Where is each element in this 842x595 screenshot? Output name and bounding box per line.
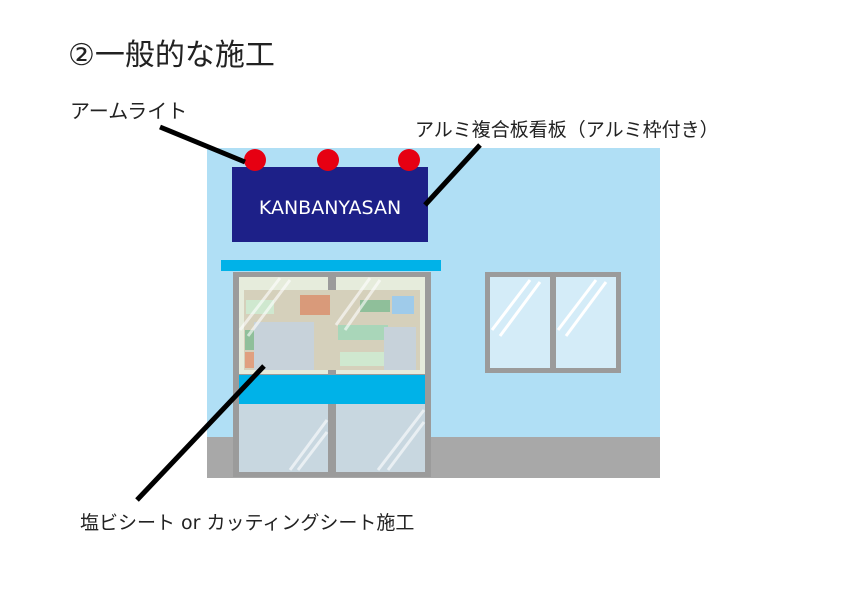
glass-reflection [238, 277, 426, 471]
arm-light [244, 149, 266, 171]
sign-board [232, 167, 428, 242]
awning [221, 260, 441, 271]
page-title: ②一般的な施工 [68, 38, 275, 73]
door-sheet-band [239, 375, 425, 404]
label-sign-board: アルミ複合板看板（アルミ枠付き） [415, 119, 719, 141]
label-arm-light: アームライト [70, 99, 188, 123]
arm-light [317, 149, 339, 171]
window-reflection [490, 279, 608, 337]
arm-light [398, 149, 420, 171]
register [384, 327, 416, 370]
register [254, 322, 314, 370]
label-sheet: 塩ビシート or カッティングシート施工 [80, 512, 415, 534]
leader-lines [135, 124, 482, 502]
sign-text: KANBANYASAN [259, 197, 401, 219]
